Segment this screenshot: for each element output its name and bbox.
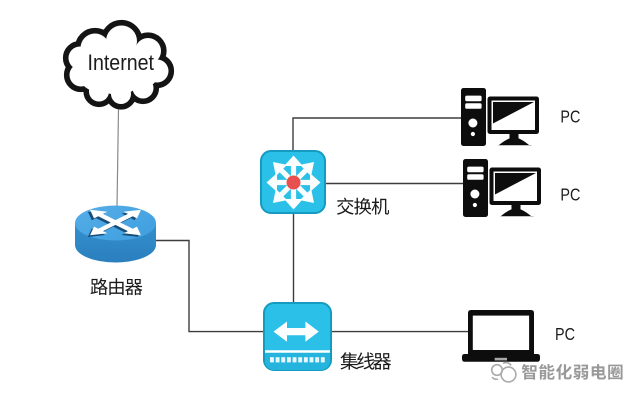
svg-text:PC: PC	[560, 106, 580, 126]
svg-text:PC: PC	[560, 184, 580, 204]
svg-text:Internet: Internet	[88, 50, 155, 75]
svg-text:PC: PC	[555, 324, 575, 344]
